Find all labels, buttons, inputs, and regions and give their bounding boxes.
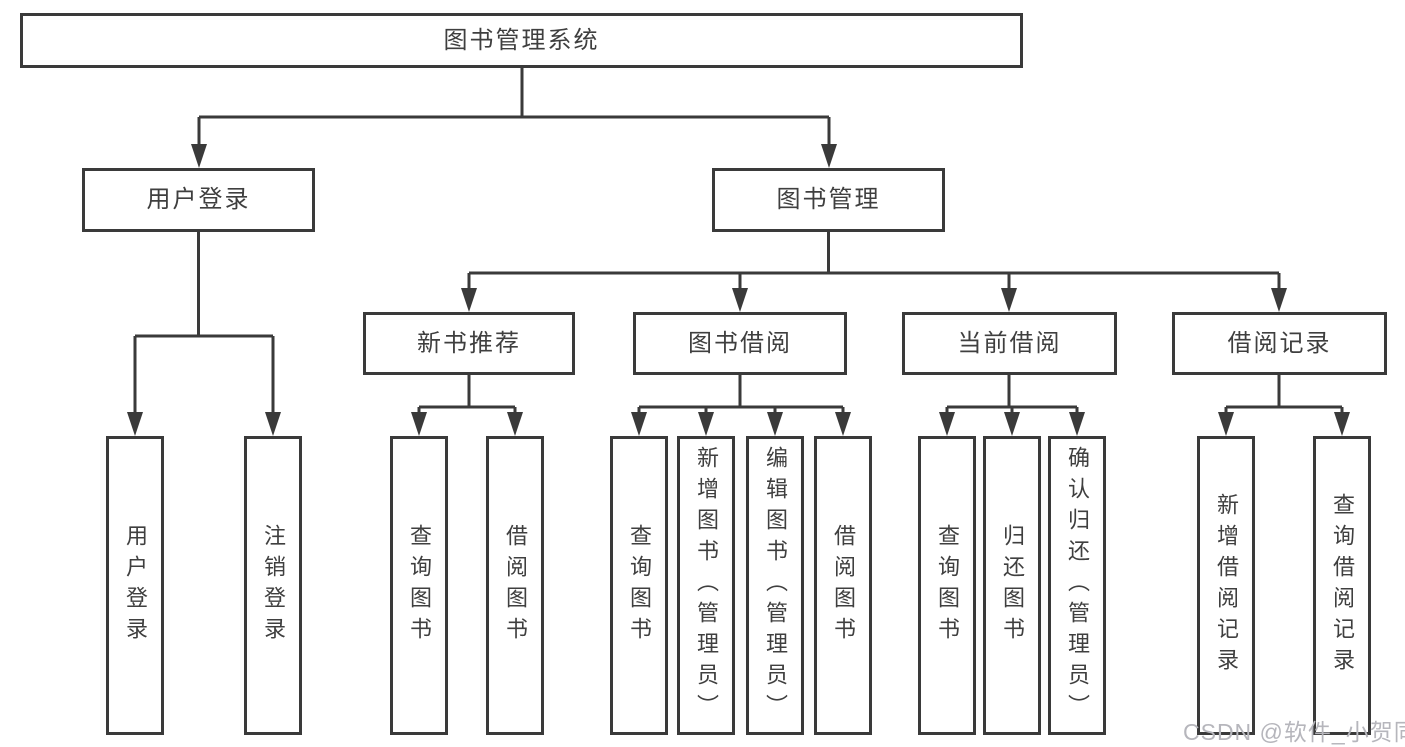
connector-user-login-to-leaves: [127, 232, 281, 436]
leaf-query-books-current: 查询图书: [918, 436, 976, 735]
node-user-login: 用户登录: [82, 168, 315, 232]
node-borrowing-records: 借阅记录: [1172, 312, 1387, 375]
connector-book-management-to-level3: [461, 232, 1287, 312]
leaf-return-books: 归还图书: [983, 436, 1041, 735]
leaf-user-login: 用户登录: [106, 436, 164, 735]
connector-current-borrowing-to-leaves: [939, 375, 1085, 436]
leaf-add-books-admin: 新增图书（管理员）: [677, 436, 735, 735]
connector-new-book-recommendation-to-leaves: [411, 375, 523, 436]
node-new-book-recommendation: 新书推荐: [363, 312, 575, 375]
leaf-borrow-books-borrow: 借阅图书: [814, 436, 872, 735]
node-library-management-system: 图书管理系统: [20, 13, 1023, 68]
connector-root-to-level2: [191, 68, 837, 168]
leaf-edit-books-admin: 编辑图书（管理员）: [746, 436, 804, 735]
leaf-query-borrow-record: 查询借阅记录: [1313, 436, 1371, 735]
leaf-confirm-return-admin: 确认归还（管理员）: [1048, 436, 1106, 735]
leaf-add-borrow-record: 新增借阅记录: [1197, 436, 1255, 735]
leaf-query-books-recommend: 查询图书: [390, 436, 448, 735]
leaf-logout-login: 注销登录: [244, 436, 302, 735]
connector-book-borrowing-to-leaves: [631, 375, 851, 436]
node-current-borrowing: 当前借阅: [902, 312, 1117, 375]
node-book-borrowing: 图书借阅: [633, 312, 847, 375]
connector-borrowing-records-to-leaves: [1218, 375, 1350, 436]
node-book-management: 图书管理: [712, 168, 945, 232]
leaf-borrow-books-recommend: 借阅图书: [486, 436, 544, 735]
leaf-query-books-borrow: 查询图书: [610, 436, 668, 735]
watermark-csdn: CSDN @软件_小贺同学: [1183, 719, 1405, 745]
